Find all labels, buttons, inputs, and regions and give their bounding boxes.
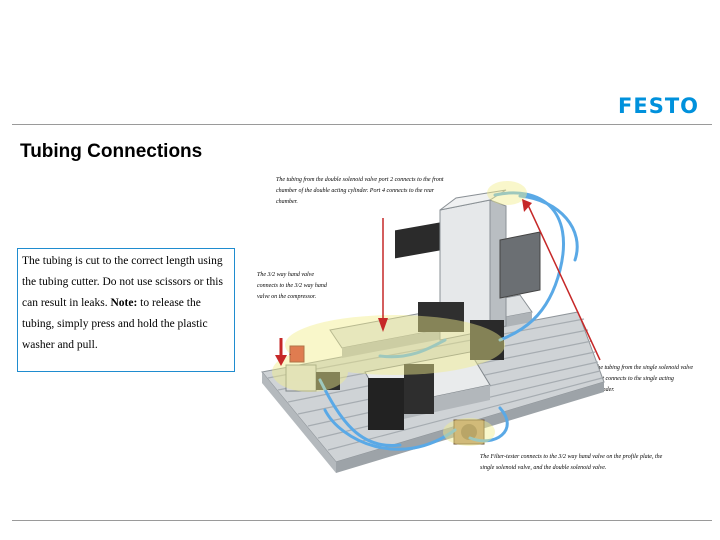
profile-tower	[439, 189, 541, 341]
note-label: Note:	[110, 297, 138, 309]
valve-manifold	[364, 302, 504, 430]
instruction-text: The tubing is cut to the correct length …	[22, 255, 223, 309]
pneumatic-tubing	[318, 191, 579, 451]
annotation-three-two-valve: The 3/2 way hand valve connects to the 3…	[257, 272, 327, 300]
three-two-way-hand-valve	[285, 345, 340, 392]
annotation-single-valve: The tubing from the single solenoid valv…	[594, 365, 694, 393]
highlight-top-connection	[487, 181, 527, 205]
annotation-filter: The Filter-tester connects to the 3/2 wa…	[480, 454, 663, 471]
annotation-arrows	[275, 199, 601, 366]
arrow-head-single-valve	[522, 199, 532, 212]
header-divider	[12, 124, 712, 125]
instruction-textbox: The tubing is cut to the correct length …	[17, 248, 235, 372]
slide-title: Tubing Connections	[20, 141, 203, 162]
footer-divider	[12, 520, 712, 521]
highlight-hand-valve	[272, 352, 348, 392]
instruction-text-continued: to release the tubing, simply press and …	[22, 297, 208, 351]
highlight-regions	[272, 181, 527, 446]
arrow-head-hand-valve	[275, 355, 287, 366]
arrow-to-single-valve	[527, 204, 601, 361]
annotation-double-valve: The tubing from the double solenoid valv…	[276, 177, 444, 205]
highlight-cylinder	[285, 315, 505, 375]
highlight-filter	[443, 418, 495, 446]
festo-logo: FESTO	[618, 94, 699, 118]
arrow-head-cylinder	[378, 318, 388, 332]
